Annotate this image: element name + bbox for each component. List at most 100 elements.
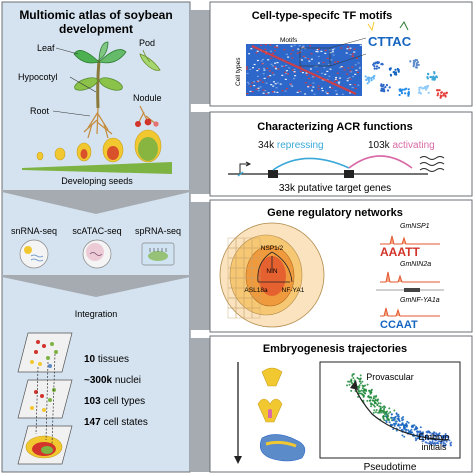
- trajectory-plot: Provascular Embryo initials: [319, 361, 461, 459]
- heatmap-cell: [331, 51, 334, 53]
- heatmap-cell: [256, 59, 259, 62]
- acr-schematic: [228, 155, 445, 178]
- heatmap-cell: [356, 71, 359, 73]
- trajectory-point: [376, 404, 379, 407]
- umap-point: [407, 88, 410, 91]
- heatmap-cell: [313, 93, 316, 95]
- assay-label-sprna: spRNA-seq: [135, 226, 181, 236]
- heatmap-cell: [345, 52, 348, 54]
- heatmap-cell: [312, 82, 315, 84]
- heatmap-cell: [283, 49, 286, 51]
- stat-cell-states: 147 cell states: [84, 417, 148, 428]
- trajectory-point: [377, 411, 380, 414]
- heatmap-cell: [247, 83, 250, 85]
- trajectory-point: [360, 389, 363, 392]
- heatmap-cell: [246, 66, 248, 68]
- trajectory-point: [445, 440, 448, 443]
- umap-point: [380, 83, 383, 86]
- leaf-right-icon: [98, 49, 127, 64]
- umap-point: [431, 78, 434, 81]
- heatmap-cell: [304, 57, 307, 59]
- trajectory-point: [432, 432, 435, 435]
- trajectory-point: [421, 432, 424, 435]
- umap-point: [427, 73, 430, 76]
- gene-tracks: GmNSP1 AAATT GmNIN2a GmNF-YA1a CCAAT: [376, 223, 444, 331]
- umap-point: [365, 78, 368, 81]
- trajectory-point: [381, 406, 384, 409]
- heatmap-cell: [293, 71, 296, 73]
- umap-point: [398, 93, 401, 97]
- umap-point: [381, 85, 384, 88]
- trajectory-point: [386, 414, 389, 417]
- heatmap-cell: [269, 75, 272, 77]
- heatmap-cell: [285, 88, 288, 90]
- trajectory-point: [395, 413, 398, 415]
- heatmap-cell: [252, 67, 254, 69]
- heatmap-cell: [253, 85, 256, 87]
- cell-umap: [364, 58, 448, 99]
- heatmap-cell: [292, 49, 294, 51]
- heatmap-cell: [298, 45, 301, 47]
- heatmap-cell: [302, 45, 305, 47]
- heatmap-cell: [309, 68, 312, 70]
- trajectory-point: [401, 419, 404, 422]
- heatmap-cell: [324, 49, 327, 51]
- umap-point: [364, 75, 367, 78]
- scatac-seq-icon: [82, 239, 112, 269]
- trajectory-point: [406, 420, 409, 423]
- heatmap-cell: [299, 58, 302, 60]
- heatmap-cell: [333, 48, 336, 50]
- activating-arc: [348, 155, 413, 169]
- label-pod: Pod: [139, 38, 155, 48]
- embryo-stages: [257, 367, 306, 462]
- umap-point: [418, 86, 421, 89]
- heatmap-cell: [261, 63, 264, 65]
- umap-point: [368, 80, 371, 83]
- heatmap-cell: [302, 46, 305, 48]
- umap-point: [421, 87, 424, 90]
- heatmap-cell: [262, 73, 265, 75]
- heatmap-cell: [336, 61, 339, 63]
- heatmap-cell: [262, 92, 265, 94]
- heatmap-cell: [299, 91, 302, 93]
- heatmap-cell: [299, 50, 302, 52]
- trajectory-point: [377, 402, 380, 405]
- heatmap-cell: [256, 75, 259, 77]
- umap-point: [381, 89, 384, 92]
- trajectory-point: [396, 415, 399, 417]
- heatmap-cell: [288, 67, 291, 69]
- heatmap-cell: [336, 72, 339, 74]
- trajectory-point: [359, 382, 362, 385]
- heatmap-cell: [277, 68, 280, 70]
- umap-point: [394, 68, 397, 71]
- heatmap-cell: [249, 90, 252, 92]
- heatmap-cell: [271, 91, 274, 93]
- trajectory-point: [383, 407, 386, 410]
- heatmap-cell: [311, 90, 314, 92]
- heatmap-cell: [246, 92, 249, 95]
- umap-point: [436, 94, 439, 97]
- heatmap-cell: [264, 44, 267, 46]
- integration-label: Integration: [75, 309, 118, 319]
- heatmap-cell: [269, 44, 272, 46]
- gene-label-nin2a: GmNIN2a: [400, 261, 431, 268]
- heatmap-cell: [273, 91, 276, 93]
- stat-tissues: 10 tissues: [84, 354, 129, 365]
- integration-stack: [17, 332, 73, 465]
- trajectory-point: [414, 427, 417, 429]
- umap-point: [404, 92, 407, 95]
- heatmap-cell: [348, 77, 351, 79]
- heatmap-cell: [256, 81, 259, 83]
- umap-point: [382, 87, 385, 90]
- umap-point: [392, 71, 395, 74]
- seed-stage-1: [36, 151, 44, 161]
- heatmap-cell: [339, 67, 342, 69]
- umap-point: [440, 95, 443, 98]
- heatmap-cell: [330, 59, 333, 61]
- heatmap-cell: [346, 48, 349, 50]
- panel-tf-motifs: Cell-type-specifc TF motifs Motifs Cell …: [209, 1, 473, 107]
- trajectory-point: [449, 444, 452, 447]
- heatmap-cell: [281, 90, 284, 92]
- heatmap-cell: [352, 55, 355, 57]
- trajectory-point: [416, 430, 419, 433]
